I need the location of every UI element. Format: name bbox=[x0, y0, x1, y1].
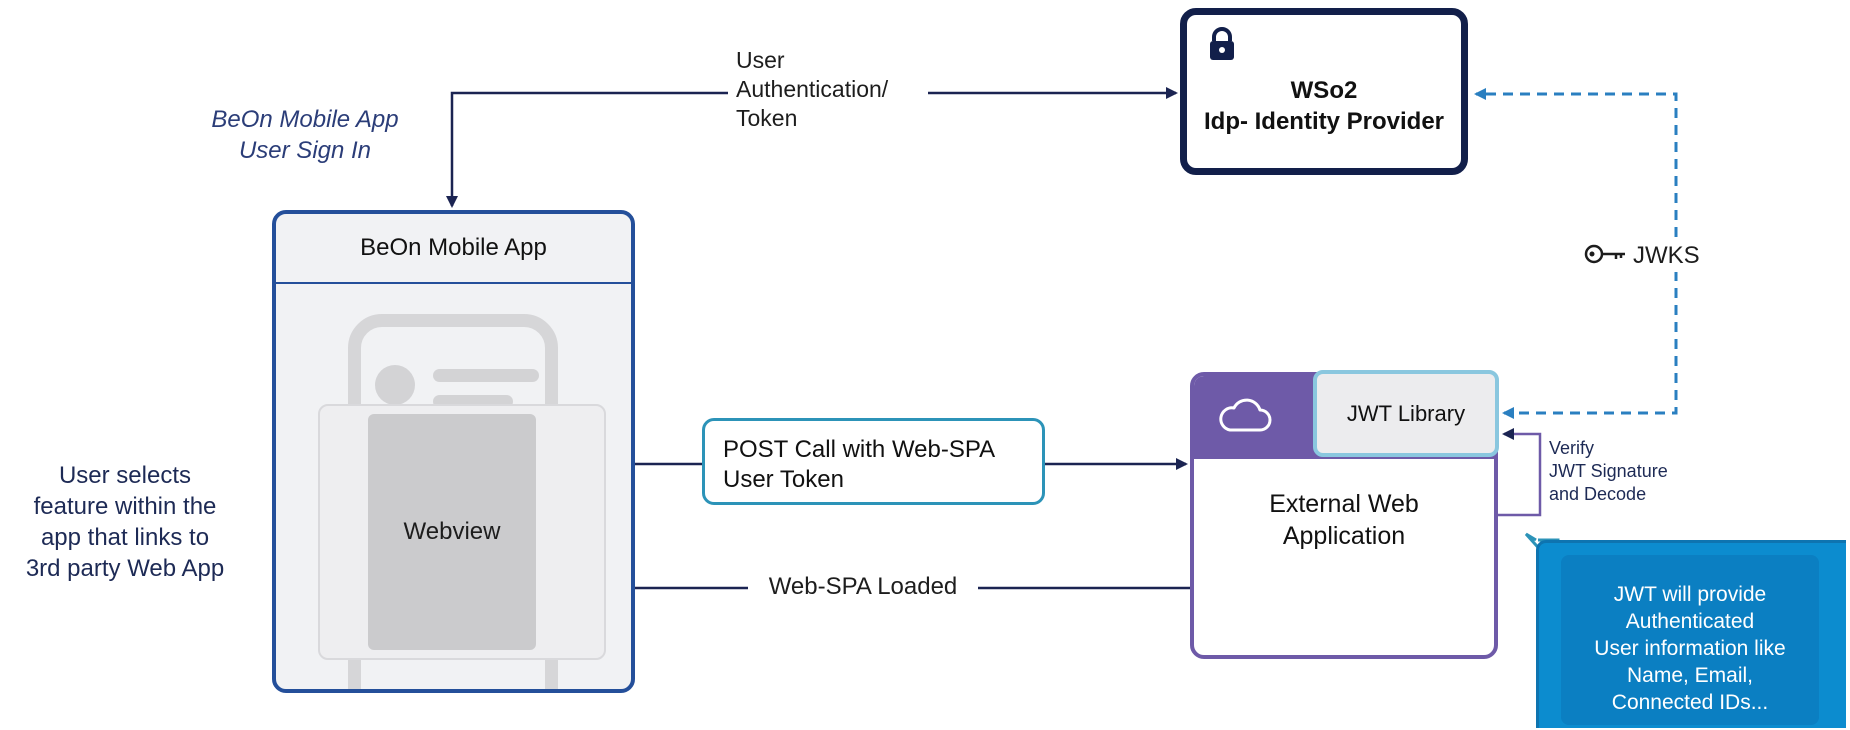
mobile-app-header: BeOn Mobile App bbox=[276, 214, 631, 284]
webview-screen: Webview bbox=[368, 414, 536, 650]
post-call-box: POST Call with Web-SPA User Token bbox=[702, 418, 1045, 505]
external-web-app-title: External Web Application bbox=[1269, 490, 1419, 550]
signin-caption: BeOn Mobile App User Sign In bbox=[211, 106, 399, 164]
lock-icon bbox=[1207, 27, 1237, 66]
auth-line-to-mobile bbox=[446, 91, 728, 208]
jwt-library-label: JWT Library bbox=[1346, 400, 1466, 426]
callout-text: JWT will provide Authenticated User info… bbox=[1594, 583, 1786, 714]
callout-panel: JWT will provide Authenticated User info… bbox=[1561, 555, 1819, 725]
web-spa-loaded-label: Web-SPA Loaded bbox=[748, 572, 978, 602]
avatar-placeholder bbox=[375, 365, 415, 405]
jwks-dashed-arrow-to-library bbox=[1502, 254, 1678, 419]
identity-provider-title: WSo2 Idp- Identity Provider bbox=[1203, 77, 1445, 135]
user-selects-caption: User selects feature within the app that… bbox=[25, 462, 225, 582]
key-icon bbox=[1583, 242, 1627, 271]
mobile-app-title: BeOn Mobile App bbox=[360, 234, 547, 261]
identity-provider-box: WSo2 Idp- Identity Provider bbox=[1180, 8, 1468, 175]
verify-jwt-caption: Verify JWT Signature and Decode bbox=[1549, 438, 1668, 504]
jwks-label-group: JWKS bbox=[1583, 240, 1723, 272]
webview-label: Webview bbox=[403, 518, 501, 545]
user-authentication-label: User Authentication/ Token bbox=[736, 47, 889, 131]
webview-frame: Webview bbox=[318, 404, 606, 660]
jwt-info-callout: JWT will provide Authenticated User info… bbox=[1536, 540, 1846, 728]
verify-loop-arrow bbox=[1498, 428, 1542, 517]
jwt-library-box: JWT Library bbox=[1313, 370, 1499, 457]
jwks-label: JWKS bbox=[1633, 242, 1700, 269]
jwks-dashed-arrow-to-idp bbox=[1474, 88, 1678, 254]
text-placeholder-line bbox=[433, 369, 539, 382]
mobile-app-box: BeOn Mobile App Webview bbox=[272, 210, 635, 693]
cloud-icon bbox=[1216, 398, 1272, 439]
